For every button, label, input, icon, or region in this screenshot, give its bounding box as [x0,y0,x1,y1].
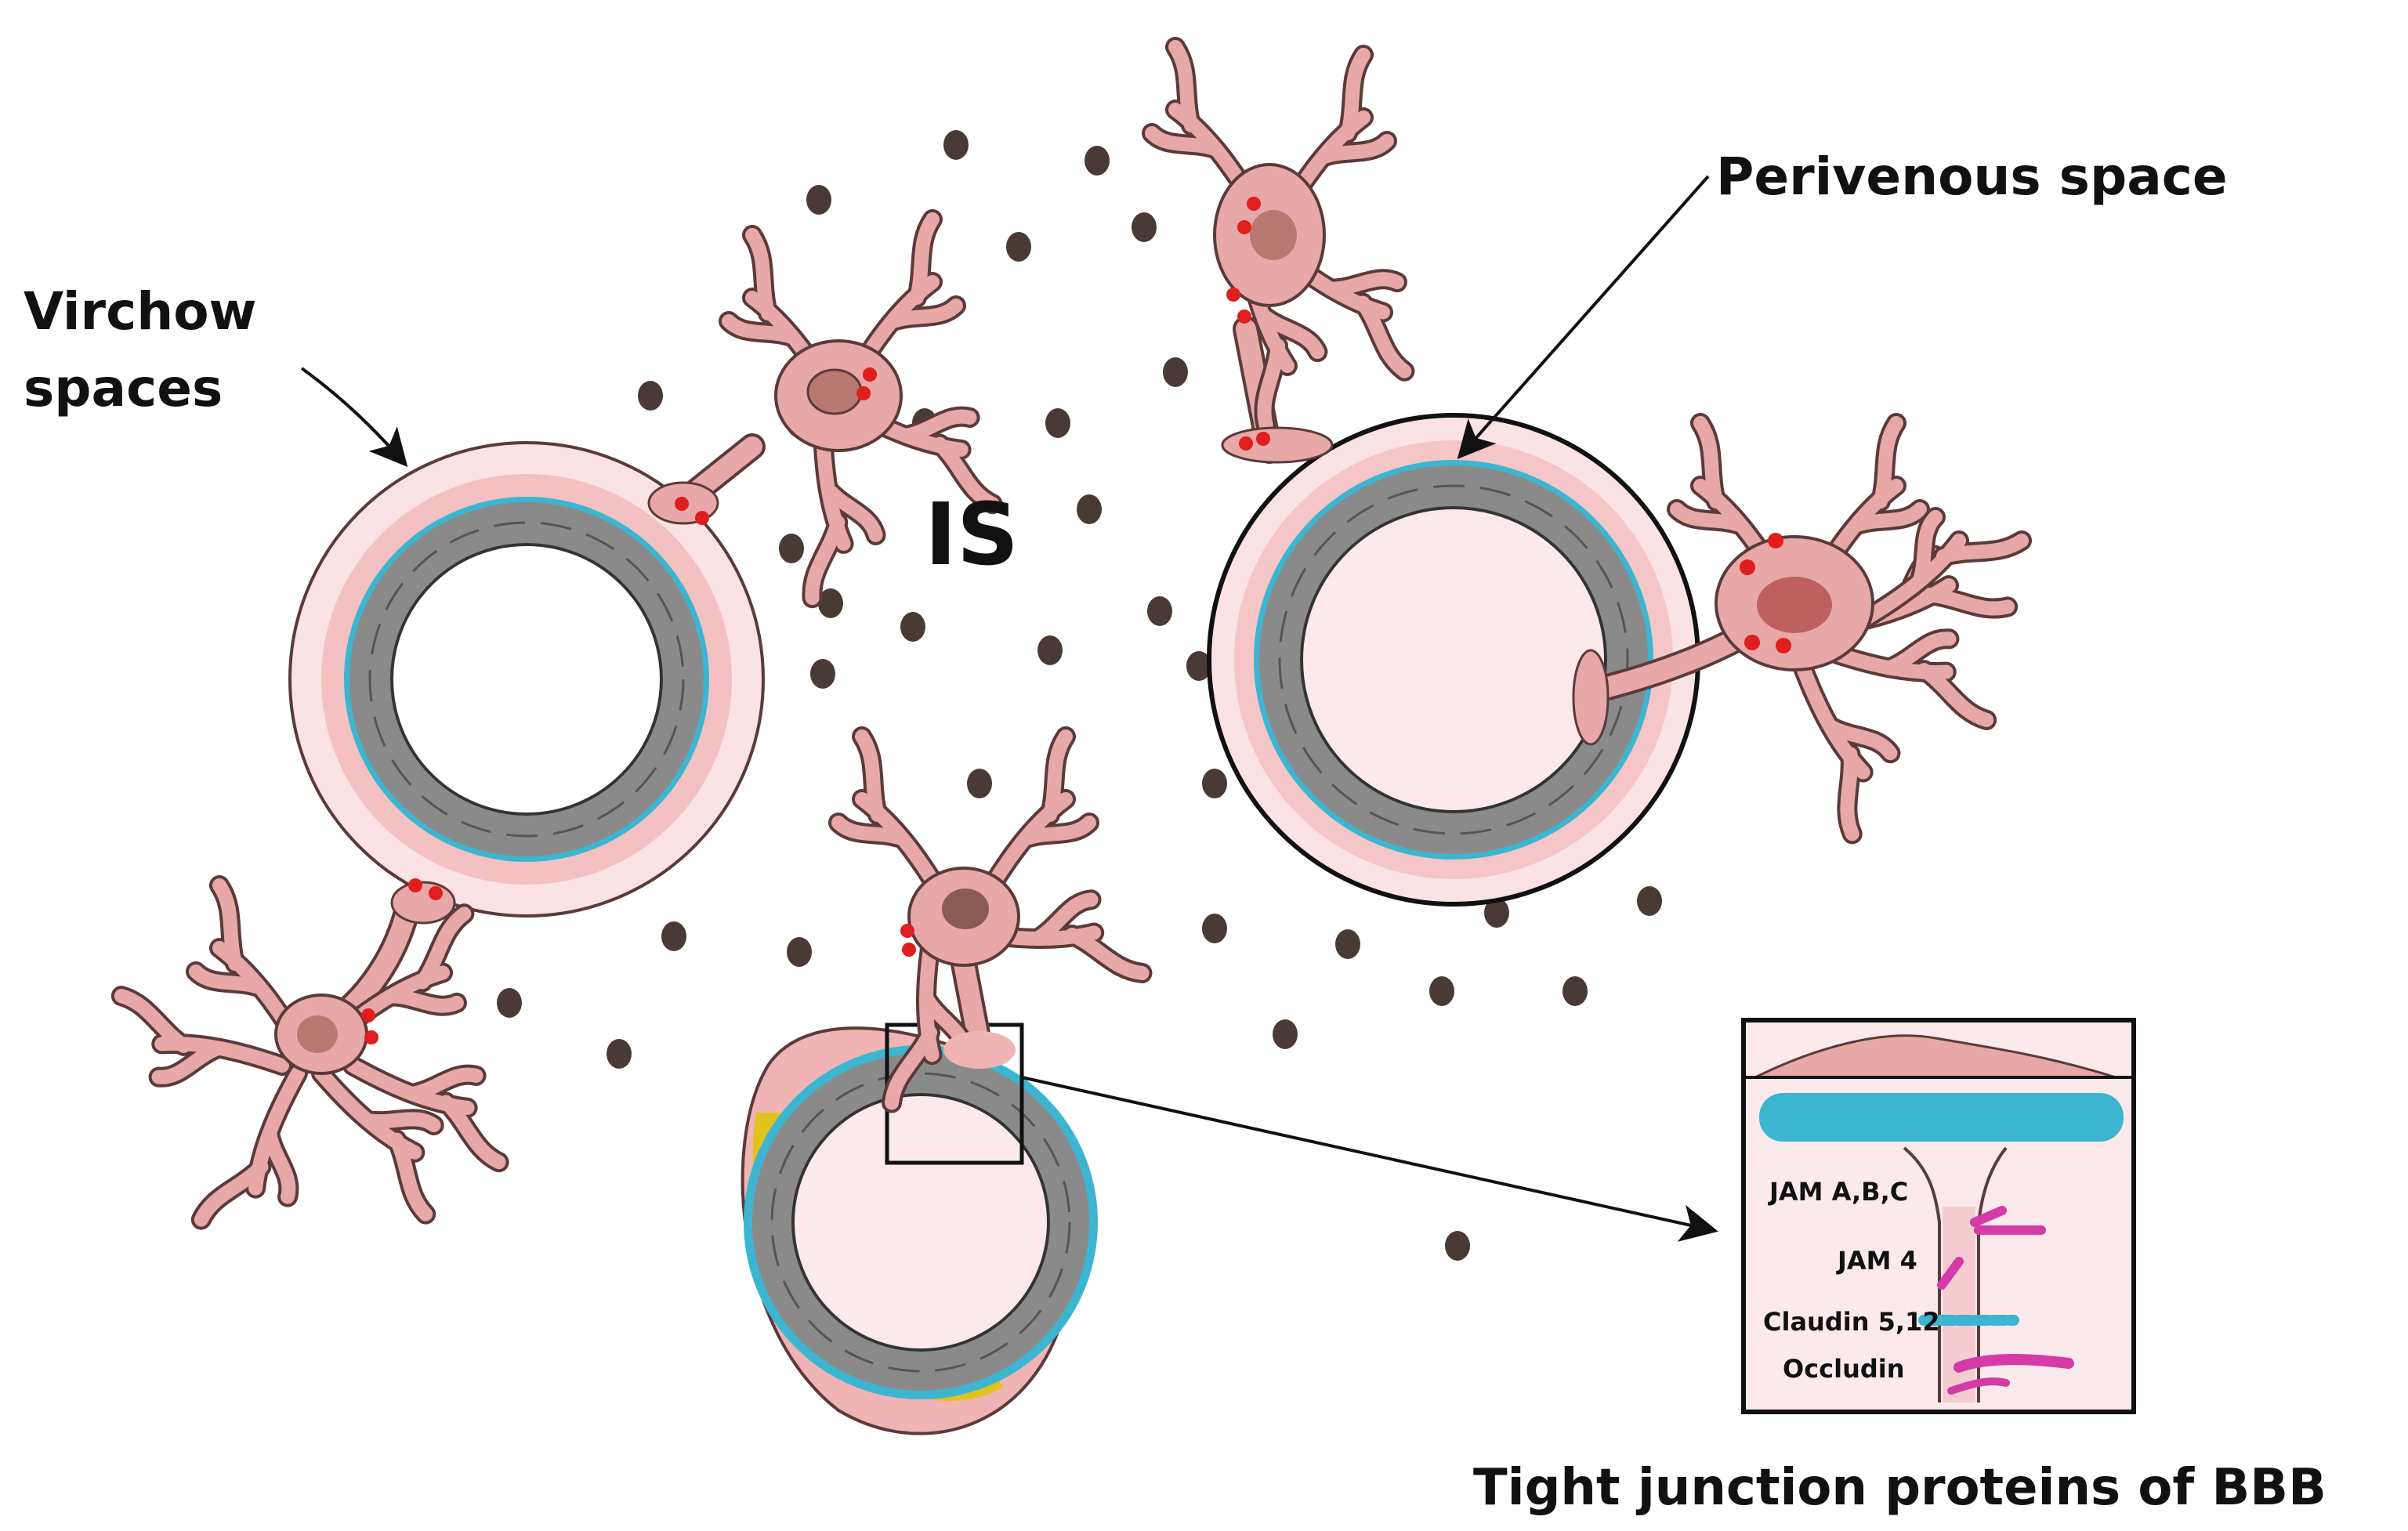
interstitial-particle [1163,357,1188,387]
interstitial-particle [1186,651,1211,681]
interstitial-particle [1562,976,1588,1006]
left-vessel [288,441,765,918]
astrocyte-bottom-left [103,878,520,1240]
protein-label-occludin: Occludin [1783,1354,1905,1384]
tight-junction-inset: JAM A,B,C JAM 4 Claudin 5,12 Occludin [1741,1018,2136,1414]
interstitial-particle [810,659,835,689]
protein-label-jam-4: JAM 4 [1836,1246,1917,1276]
interstitial-particle [1637,886,1662,916]
interstitial-particle [497,988,522,1018]
astrocyte-top-right [1152,47,1427,464]
interstitial-particle [1045,408,1070,438]
label-virchow-line1: Virchow [24,281,257,342]
interstitial-particle [1445,1231,1470,1261]
interstitial-particle [779,534,804,563]
interstitial-particle [806,185,831,215]
interstitial-particle [818,588,843,618]
figure-caption: Tight junction proteins of BBB [1473,1459,2327,1517]
interstitial-particle [607,1039,632,1069]
arrow-icon [1021,1076,1718,1242]
interstitial-particle [638,381,663,411]
pointer-arrows [300,175,1718,1242]
interstitial-particle [1132,212,1157,242]
protein-label-jam-abc: JAM A,B,C [1768,1177,1908,1207]
interstitial-particle [1202,769,1227,798]
astrocyte-bottom-middle [831,737,1157,1118]
interstitial-particle [1484,898,1509,928]
interstitial-particle [1006,232,1031,262]
interstitial-particle [900,612,925,642]
arrow-icon [300,367,408,468]
interstitial-particle [1202,914,1227,943]
label-perivenous: Perivenous space [1716,147,2228,207]
interstitial-particle [661,921,686,951]
astrocyte-right [1572,423,2022,838]
right-vessel [1207,413,1700,907]
protein-label-claudin: Claudin 5,12 [1763,1307,1940,1337]
interstitial-particle [1429,976,1454,1006]
arrow-icon [1457,175,1710,459]
interstitial-particle [1335,929,1360,959]
interstitial-particle [1147,596,1172,626]
interstitial-particle [967,769,992,798]
interstitial-particle [943,130,969,160]
interstitial-particle [1037,635,1063,665]
label-virchow-line2: spaces [24,358,223,418]
interstitial-particle [1077,494,1102,524]
interstitial-particle [787,937,812,967]
interstitial-particle [1085,146,1110,176]
interstitial-particle [1273,1019,1298,1049]
astrocyte-top-middle [647,219,1013,610]
capillary-with-pericyte [741,1022,1098,1435]
label-interstitial-space: IS [925,484,1019,585]
